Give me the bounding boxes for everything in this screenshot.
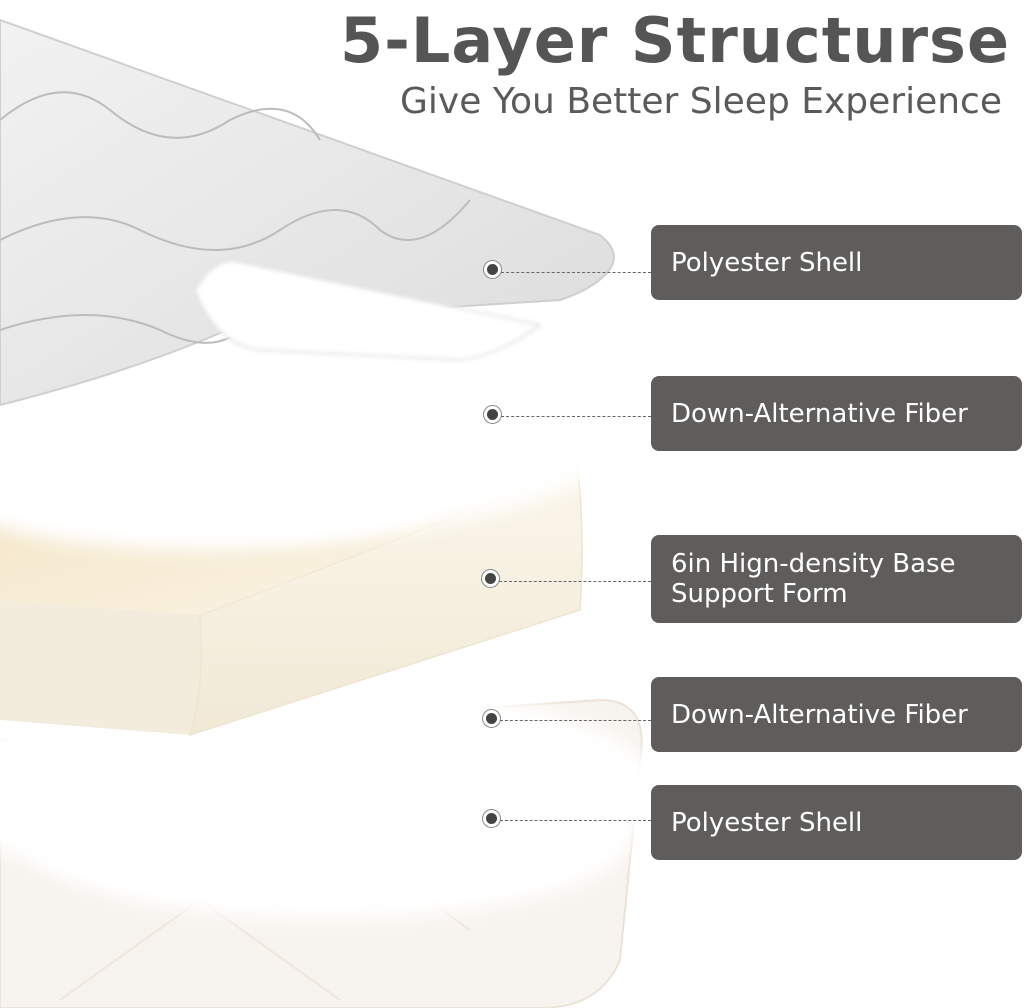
layer-marker-dot [483,810,500,827]
layer-label-fiber-upper: Down-Alternative Fiber [651,376,1022,451]
layer-label-text: Polyester Shell [671,807,863,838]
layer-marker-dot [483,710,500,727]
top-shell-layer [0,18,615,407]
foam-block-side [0,600,202,735]
layer-label-text: 6in Hign-density Base Support Form [671,549,956,609]
layer-label-text: Polyester Shell [671,247,863,278]
leader-line [499,581,651,582]
layer-label-text: Down-Alternative Fiber [671,699,968,730]
leader-line [501,272,651,273]
layer-label-fiber-lower: Down-Alternative Fiber [651,677,1022,752]
foam-block-front [188,468,583,737]
leader-line [500,720,651,721]
layer-marker-dot [482,570,499,587]
layer-marker-dot [484,261,501,278]
layer-marker-dot [484,406,501,423]
layer-label-polyester-shell-bottom: Polyester Shell [651,785,1022,860]
sub-headline: Give You Better Sleep Experience [400,81,1002,122]
layer-label-polyester-shell-top: Polyester Shell [651,225,1022,300]
layer-label-base-foam: 6in Hign-density Base Support Form [651,535,1022,623]
headline: 5-Layer Structurse [340,4,1010,77]
layer-label-text: Down-Alternative Fiber [671,398,968,429]
shell-fold [194,260,542,361]
leader-line [500,820,651,821]
leader-line [501,416,651,417]
